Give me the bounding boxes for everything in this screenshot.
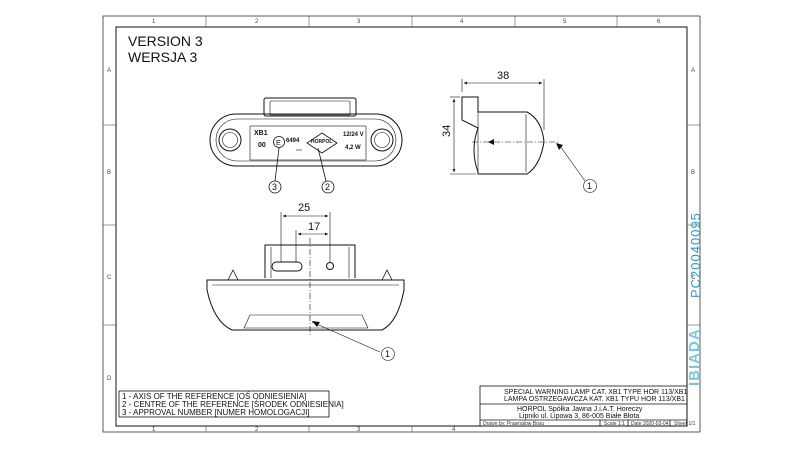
zone-row-c-left: C <box>107 275 112 281</box>
lamp-brand: HORPOL <box>311 139 333 145</box>
zone-col-3-bottom: 3 <box>357 427 361 433</box>
dimension-34: 34 <box>441 124 453 137</box>
zone-row-a-left: A <box>107 68 112 74</box>
bottom-view-dims <box>280 212 395 361</box>
sheet-number: Sheet 1/1 <box>674 421 696 427</box>
outer-border <box>102 15 701 433</box>
lamp-approval-number: 6494 <box>286 138 300 144</box>
front-view: E <box>209 97 403 167</box>
zone-row-b-left: B <box>107 170 112 176</box>
callout-1-side: 1 <box>587 181 593 191</box>
zone-row-c-right: C <box>691 275 696 281</box>
lamp-power: 4,2 W <box>345 145 361 151</box>
date: Date 2020-03-04 <box>631 421 669 427</box>
bottom-view <box>206 244 405 331</box>
legend-box <box>118 390 330 418</box>
zone-col-1-top: 1 <box>152 19 156 25</box>
zone-col-4-top: 4 <box>460 19 464 25</box>
callout-2: 2 <box>325 182 331 192</box>
zone-col-1-bottom: 1 <box>152 427 156 433</box>
dimension-17: 17 <box>308 221 321 233</box>
front-view-leaders <box>268 147 335 194</box>
watermark-logo: IBIADA <box>686 328 703 386</box>
zone-row-b-right: B <box>691 170 696 176</box>
legend-item-2: 2 - CENTRE OF THE REFERENCE [ŚRODEK ODNI… <box>122 400 344 409</box>
legend-item-3: 3 - APPROVAL NUMBER [NUMER HOMOLOGACJI] <box>122 408 310 417</box>
zone-col-2-bottom: 2 <box>255 427 259 433</box>
zone-col-6-top: 6 <box>657 19 661 25</box>
zone-ticks <box>103 16 700 432</box>
drawn-by: Drawn by: Prawnalow Bosu <box>483 421 545 427</box>
lamp-code: 00 <box>258 142 266 149</box>
callout-3: 3 <box>272 182 278 192</box>
zone-row-a-right: A <box>691 68 696 74</box>
lamp-voltage: 12/24 V <box>343 132 364 138</box>
zone-col-5-top: 5 <box>563 19 567 25</box>
dimension-25: 25 <box>298 202 311 214</box>
title-line-en: SPECIAL WARNING LAMP CAT. XB1 TYPE HOR 1… <box>504 389 688 396</box>
company-address: Lipniki ul. Lipowa 3, 86-005 Białe Błota <box>519 413 640 420</box>
watermark-code: PC20040095 <box>688 212 703 298</box>
title-block <box>479 385 688 427</box>
version-title-pl: WERSJA 3 <box>128 49 198 65</box>
dimension-38: 38 <box>497 70 510 82</box>
svg-text:E: E <box>276 140 281 147</box>
side-view <box>461 96 545 175</box>
scale: Scale 1:1 <box>604 421 625 427</box>
legend-item-1: 1 - AXIS OF THE REFERENCE [OŚ ODNIESIENI… <box>122 392 307 401</box>
company-name: HORPOL Spółka Jawna J.i.A.T. Horeczy <box>517 406 643 413</box>
zone-row-d-left: D <box>107 376 112 382</box>
version-title: VERSION 3 <box>128 33 203 49</box>
zone-col-4-bottom: 4 <box>452 427 456 433</box>
zone-col-3-top: 3 <box>357 19 361 25</box>
title-line-pl: LAMPA OSTRZEGAWCZA KAT. XB1 TYPU HOR 113… <box>504 396 685 403</box>
callout-1-bottom: 1 <box>385 349 391 359</box>
lamp-model: XB1 <box>254 130 268 137</box>
side-view-dims <box>450 79 597 193</box>
inner-border <box>115 26 688 427</box>
zone-col-2-top: 2 <box>255 19 259 25</box>
